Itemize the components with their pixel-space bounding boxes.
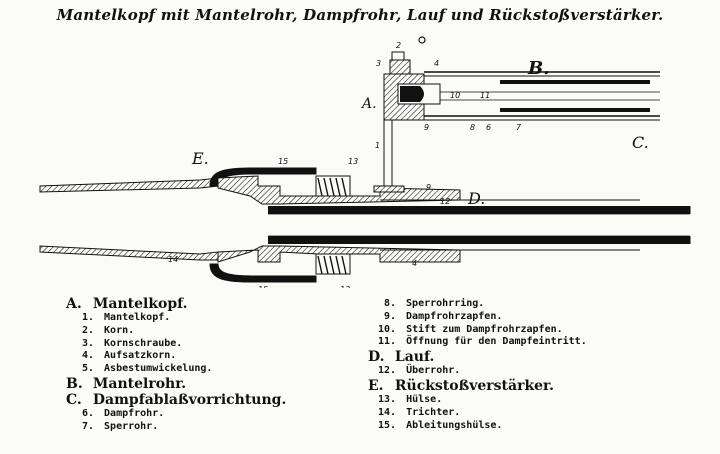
legend-text: Stift zum Dampfrohrzapfen.	[406, 323, 563, 335]
legend-item: 4. Aufsatzkorn.	[66, 350, 286, 363]
legend-text: Korn.	[104, 324, 135, 336]
legend-item: 12. Überrohr.	[368, 365, 587, 378]
legend-item: C. Dampfablaßvorrichtung.	[66, 392, 286, 408]
legend-text: Sperrohrring.	[406, 298, 485, 309]
over-tube	[380, 199, 640, 251]
legend-item: 14. Trichter.	[368, 407, 587, 420]
num-4: 4	[434, 59, 439, 68]
legend-text: Lauf.	[394, 349, 435, 366]
legend-key: 8.	[383, 298, 396, 309]
legend-key: D.	[368, 349, 385, 366]
legend-item: 10. Stift zum Dampfrohrzapfen.	[368, 324, 587, 337]
legend-item: 15. Ableitungshülse.	[368, 420, 587, 433]
num-12: 12	[440, 197, 450, 206]
legend-key: 2.	[81, 324, 94, 336]
legend-item: 11. Öffnung für den Dampfeintritt.	[368, 336, 587, 349]
jacket-tube	[424, 71, 660, 121]
legend-key: 10.	[378, 323, 397, 335]
legend-key: 12.	[378, 365, 397, 377]
legend-key: 15.	[378, 419, 397, 431]
num-15-lower: 15	[258, 285, 268, 288]
label-D: D.	[467, 189, 485, 208]
title-rest: mit Mantelrohr, Dampfrohr, Lauf und Rück…	[160, 6, 664, 24]
legend-right: 8. Sperrohrring.9. Dampfrohrzapfen.10. S…	[368, 298, 587, 433]
legend-text: Aufsatzkorn.	[104, 350, 177, 362]
label-E: E.	[191, 149, 209, 168]
legend-item: 8. Sperrohrring.	[368, 298, 587, 311]
legend-text: Asbestumwickelung.	[104, 363, 213, 375]
legend-key: 5.	[81, 363, 94, 375]
legend-key: B.	[66, 376, 83, 393]
sleeve-lower	[217, 245, 461, 275]
legend-key: 1.	[81, 312, 94, 324]
label-B: B.	[527, 58, 549, 79]
legend-text: Öffnung für den Dampfeintritt.	[406, 336, 587, 348]
funnel-upper	[39, 177, 219, 193]
legend-text: Dampfablaßvorrichtung.	[92, 392, 287, 409]
legend-key: 14.	[378, 406, 397, 418]
legend-text: Überrohr.	[406, 365, 461, 377]
legend-text: Trichter.	[406, 406, 461, 418]
legend-text: Sperrohr.	[104, 421, 159, 433]
cross-section-diagram: A. B. C. D. E. 1 2 3 4 6 7 8 9 10 11 12 …	[39, 36, 691, 288]
deflector-lower	[209, 263, 317, 283]
legend-item: A. Mantelkopf.	[66, 296, 286, 312]
num-13-lower: 13	[340, 285, 350, 288]
legend-key: 9.	[383, 310, 396, 322]
legend-text: Hülse.	[406, 394, 443, 406]
jacket-head	[383, 36, 441, 121]
num-10: 10	[450, 91, 460, 100]
legend-key: 11.	[378, 336, 397, 348]
legend-key: 4.	[81, 350, 94, 362]
legend-key: C.	[66, 392, 82, 409]
legend-key: A.	[66, 296, 82, 312]
legend-text: Ableitungshülse.	[406, 419, 503, 431]
funnel-lower	[39, 245, 219, 261]
sleeve-upper	[217, 175, 461, 205]
num-7: 7	[516, 123, 522, 132]
num-8: 8	[470, 123, 475, 132]
label-A: A.	[360, 96, 377, 112]
legend-text: Mantelrohr.	[92, 376, 187, 393]
title-head: Mantelkopf	[56, 6, 156, 24]
legend-key: 7.	[81, 421, 94, 433]
num-15: 15	[278, 157, 288, 166]
num-9-upper: 9	[426, 183, 431, 192]
label-C: C.	[632, 133, 649, 152]
legend-text: Dampfrohr.	[104, 408, 165, 420]
legend-key: 13.	[378, 394, 397, 406]
num-6: 6	[486, 123, 491, 132]
barrel	[268, 206, 691, 244]
num-14: 14	[168, 255, 178, 264]
legend-key: 6.	[81, 408, 94, 420]
num-1: 1	[375, 141, 380, 150]
legend-key: E.	[368, 378, 384, 395]
legend-text: Rückstoßverstärker.	[394, 378, 555, 395]
legend-left: A. Mantelkopf.1. Mantelkopf.2. Korn.3. K…	[66, 296, 286, 434]
legend-item: 9. Dampfrohrzapfen.	[368, 311, 587, 324]
num-3: 3	[376, 59, 381, 68]
legend-item: 2. Korn.	[66, 325, 286, 338]
legend-text: Dampfrohrzapfen.	[406, 310, 503, 322]
num-11: 11	[480, 91, 490, 100]
legend-item: 3. Kornschraube.	[66, 338, 286, 351]
legend-text: Mantelkopf.	[104, 312, 171, 324]
legend-item: 6. Dampfrohr.	[66, 408, 286, 421]
legend-item: E. Rückstoßverstärker.	[368, 378, 587, 394]
legend-key: 3.	[81, 337, 94, 349]
num-4-lower: 4	[412, 259, 417, 268]
front-sight-post	[373, 115, 405, 193]
legend-text: Mantelkopf.	[92, 296, 188, 312]
num-13: 13	[348, 157, 358, 166]
num-2: 2	[396, 41, 401, 50]
figure-title: Mantelkopf mit Mantelrohr, Dampfrohr, La…	[0, 6, 720, 24]
legend-item: 5. Asbestumwickelung.	[66, 363, 286, 376]
legend-item: 13. Hülse.	[368, 394, 587, 407]
num-9: 9	[424, 123, 429, 132]
legend-item: 1. Mantelkopf.	[66, 312, 286, 325]
legend-item: 7. Sperrohr.	[66, 421, 286, 434]
legend-item: B. Mantelrohr.	[66, 376, 286, 392]
legend-text: Kornschraube.	[104, 337, 183, 349]
legend-item: D. Lauf.	[368, 349, 587, 365]
